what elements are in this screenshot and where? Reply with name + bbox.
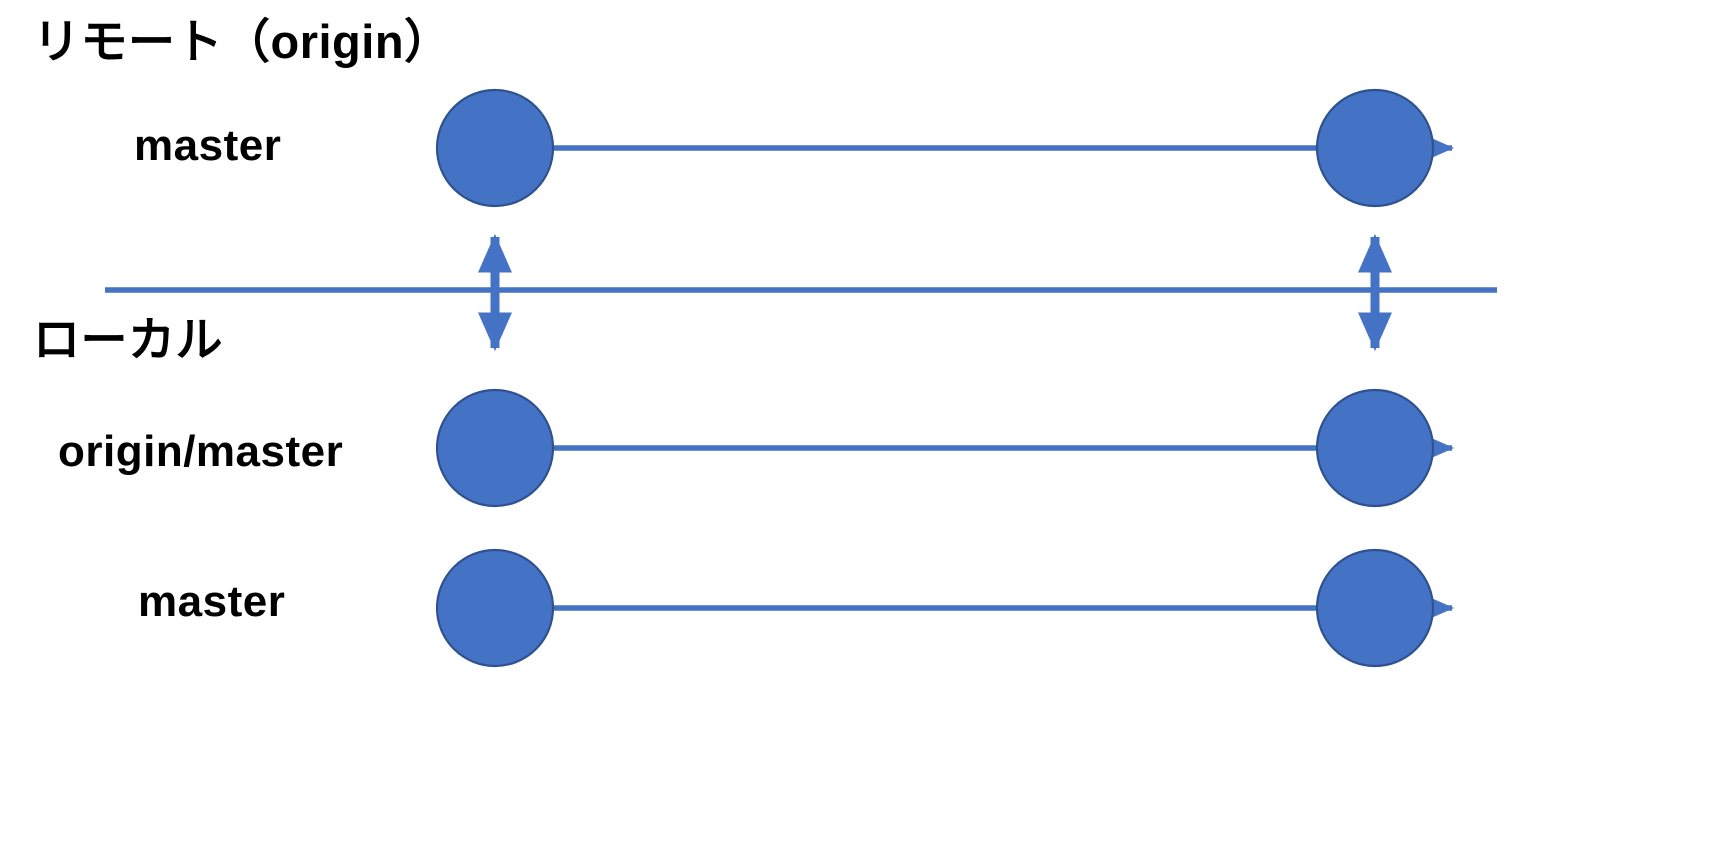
branch-row-remote-master bbox=[435, 88, 1455, 208]
local-section-title: ローカル bbox=[33, 313, 223, 366]
branch-row-local-master bbox=[435, 548, 1455, 668]
commit-node-remote-master-2[interactable] bbox=[1315, 88, 1435, 208]
remote-master-branch-label: master bbox=[134, 121, 282, 170]
branch-row-local-origin-master bbox=[435, 388, 1455, 508]
local-origin-master-branch-label: origin/master bbox=[58, 427, 344, 476]
commit-node-local-master-2[interactable] bbox=[1315, 548, 1435, 668]
commit-node-local-origin-master-2[interactable] bbox=[1315, 388, 1435, 508]
commit-node-local-master-1[interactable] bbox=[435, 548, 555, 668]
local-master-branch-label: master bbox=[138, 577, 286, 626]
commit-node-local-origin-master-1[interactable] bbox=[435, 388, 555, 508]
remote-section-title: リモート（origin） bbox=[33, 15, 452, 68]
commit-node-remote-master-1[interactable] bbox=[435, 88, 555, 208]
